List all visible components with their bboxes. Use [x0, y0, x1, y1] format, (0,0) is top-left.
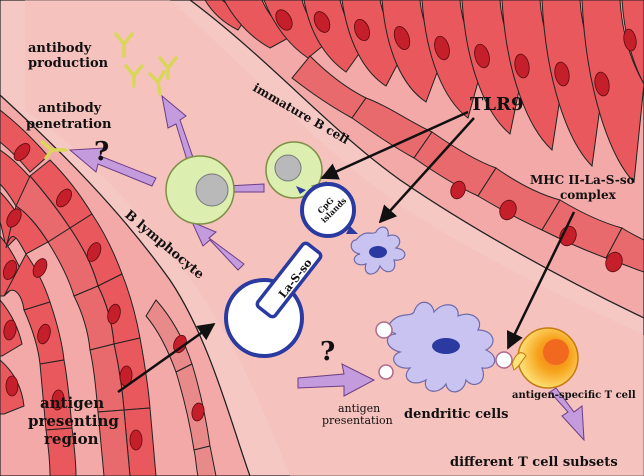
- antigen-presentation-label: antigen: [338, 402, 380, 415]
- antigen-presenting-region-label-2: presenting: [28, 412, 119, 430]
- la-s-so-construct: [224, 182, 358, 358]
- antibody-icon: [124, 64, 144, 88]
- antibody-production-label: antibody: [28, 41, 92, 56]
- cpg-islands-bubble: [300, 182, 356, 238]
- la-s-so-stem: [255, 241, 323, 319]
- arrow-antigen-presentation: [297, 363, 376, 397]
- antigen-presenting-region-label-3: region: [44, 430, 99, 448]
- antibody-icon: [40, 140, 68, 160]
- antigen-specific-t-cell-label: antigen-specific T cell: [512, 390, 636, 401]
- antibody-icon: [114, 32, 134, 58]
- tlr9-to-dendritic-cell: [378, 117, 475, 224]
- arrow-to-antibody-penetration: [68, 147, 157, 187]
- dendritic-cell-small: [350, 226, 406, 275]
- mhc-to-dendritic-cell: [506, 211, 576, 350]
- upper-wall-nuclei: [275, 9, 637, 273]
- arrow-la-s-so-to-b-lymphocyte: [191, 221, 245, 271]
- antigen-presenting-region-label: antigen: [40, 394, 104, 412]
- mhc-complex-label-2: complex: [560, 188, 617, 202]
- different-t-cell-subsets-label: different T cell subsets: [450, 455, 618, 470]
- antibody-production-label-2: production: [28, 56, 109, 71]
- antigen-specific-t-cell: [511, 327, 579, 389]
- arrow-to-t-cell-subsets: [549, 387, 585, 442]
- antibody-penetration-label-2: penetration: [26, 117, 112, 132]
- purple-arrows: [68, 94, 585, 442]
- antibody-icons: [40, 32, 178, 160]
- upper-wall-cells: [204, 0, 644, 273]
- antigen-presentation-label-2: presentation: [322, 414, 393, 427]
- question-mark-top: ?: [94, 137, 109, 167]
- tlr9-to-immature-b-cell: [320, 110, 469, 180]
- mhc-complex-label: MHC II-La-S-so: [530, 173, 635, 187]
- dendritic-cell-large: [375, 301, 513, 393]
- antigen-presenting-region-pointer: [117, 322, 216, 394]
- lower-wall-nuclei: [3, 143, 205, 451]
- antibody-icon: [148, 70, 166, 96]
- lower-wall-cells: [0, 109, 217, 476]
- dendritic-cells-label: dendritic cells: [404, 407, 508, 422]
- antibody-penetration-label: antibody: [38, 101, 102, 116]
- antibody-icon: [158, 56, 178, 80]
- pointer-arrows: [117, 110, 576, 394]
- b-lymphocyte-cell: [165, 155, 235, 225]
- question-mark-bottom: ?: [320, 337, 335, 367]
- tlr9-label: TLR9: [470, 94, 524, 115]
